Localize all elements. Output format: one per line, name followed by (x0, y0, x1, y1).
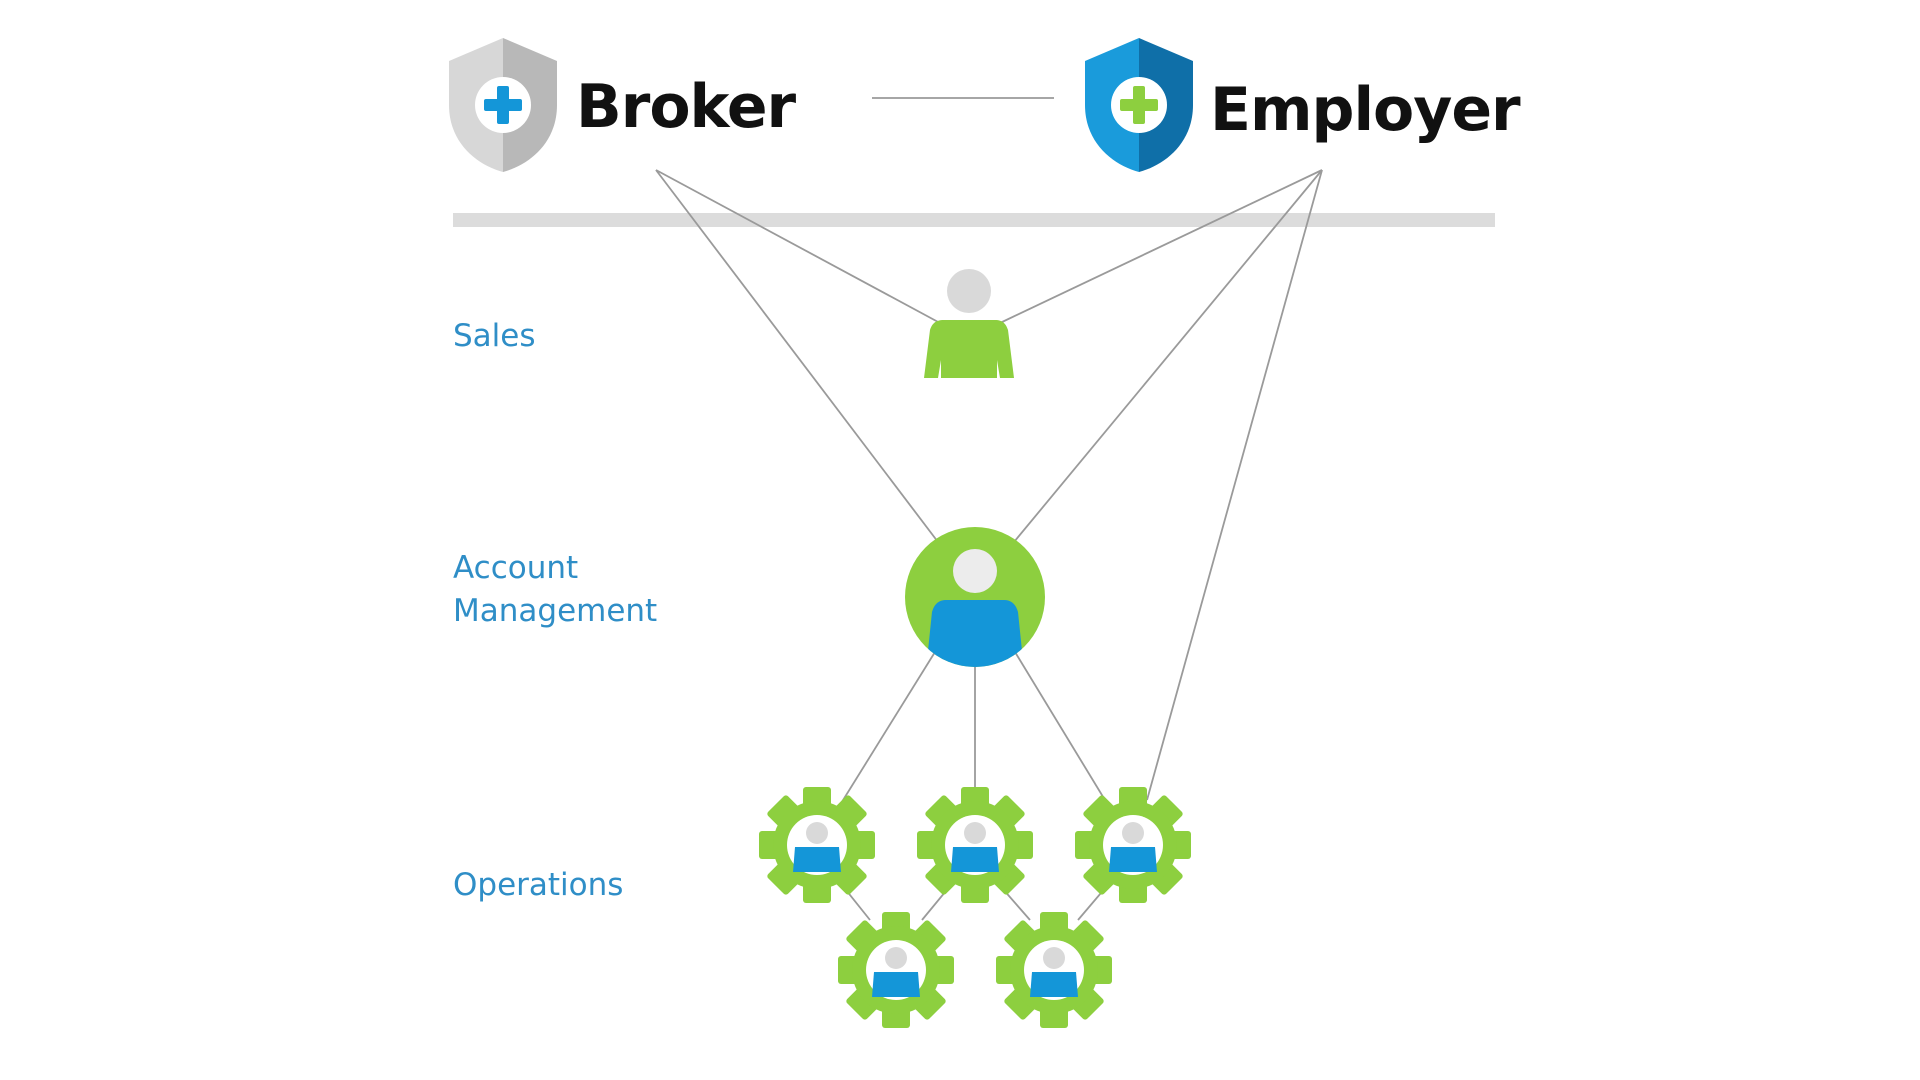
operations-gear-icon (996, 912, 1112, 1028)
broker-label: Broker (576, 72, 797, 142)
operations-gears (759, 787, 1191, 1028)
broker-sales-connector (655, 169, 941, 324)
header-divider (453, 213, 1495, 227)
operations-gear-icon (759, 787, 875, 903)
account-ops-right-connector (1014, 651, 1109, 806)
operations-label: Operations (453, 867, 623, 903)
broker-shield-icon (449, 38, 557, 172)
broker-account-connector (655, 169, 939, 543)
account-management-label-line2: Management (453, 593, 657, 629)
employer-shield-icon (1085, 38, 1193, 172)
sales-label: Sales (453, 318, 536, 354)
sales-person-icon (924, 269, 1014, 378)
account-management-label-line1: Account (453, 550, 578, 586)
employer-label: Employer (1210, 75, 1521, 145)
employer-sales-connector (999, 169, 1323, 324)
operations-gear-icon (838, 912, 954, 1028)
operations-gear-icon (1075, 787, 1191, 903)
account-manager-icon (905, 527, 1045, 667)
operations-gear-icon (917, 787, 1033, 903)
account-ops-left-connector (839, 651, 936, 806)
employer-operations-connector (1146, 169, 1323, 801)
employer-account-connector (1013, 169, 1323, 543)
